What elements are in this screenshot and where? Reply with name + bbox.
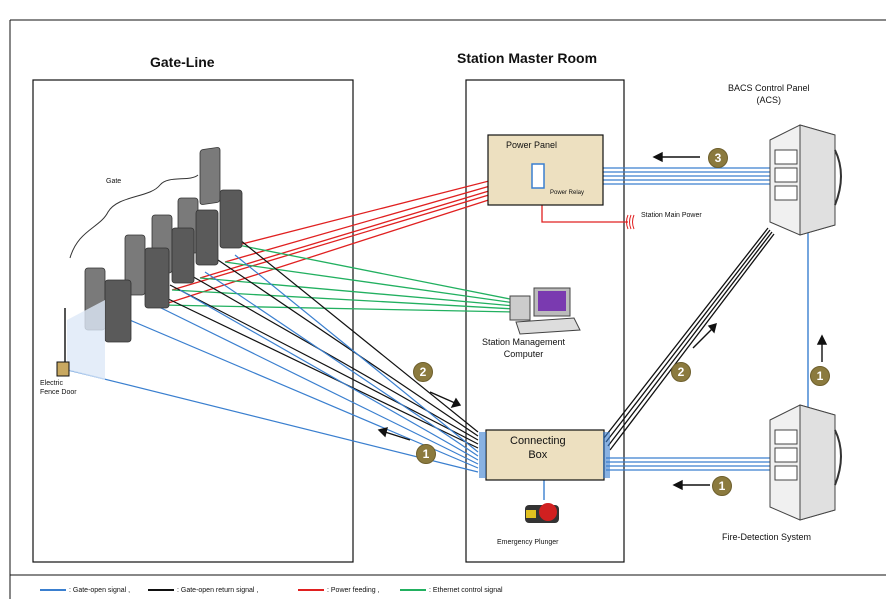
computer-icon xyxy=(509,287,581,335)
station-management-computer-label: Station Management Computer xyxy=(482,337,566,359)
legend-label: : Power feeding , xyxy=(327,586,380,594)
return-signal-lines xyxy=(159,239,479,449)
step-badge-2-right: 2 xyxy=(671,362,691,382)
legend-label: : Gate-open signal , xyxy=(69,586,131,594)
step-badge-3: 3 xyxy=(708,148,728,168)
gate-line-title: Gate-Line xyxy=(150,54,215,70)
connecting-box-label: Connecting Box xyxy=(510,435,566,461)
bacs-cabinet xyxy=(769,124,842,236)
power-relay-block xyxy=(531,163,545,189)
station-main-power-symbol xyxy=(626,214,635,230)
legend-power-feeding: : Power feeding , xyxy=(298,584,380,596)
legend-gate-open-return: : Gate-open return signal , xyxy=(148,584,258,596)
legend-swatch-green xyxy=(400,589,426,591)
fire-detection-cabinet xyxy=(769,404,842,521)
electric-fence-door-label: Electric Fence Door xyxy=(40,380,77,396)
legend-label: : Ethernet control signal xyxy=(429,586,503,594)
fire-detection-lines xyxy=(606,457,770,471)
gate-label: Gate xyxy=(106,178,122,185)
legend-gate-open: : Gate-open signal , xyxy=(40,584,130,596)
power-panel-label: Power Panel xyxy=(506,140,558,150)
legend-label: : Gate-open return signal , xyxy=(177,586,259,594)
legend-ethernet: : Ethernet control signal xyxy=(400,584,503,596)
gate-units xyxy=(84,147,243,343)
step-badge-1-vertical: 1 xyxy=(810,366,830,386)
fence-door-panel xyxy=(67,300,105,380)
connecting-box-right-port xyxy=(603,432,610,478)
legend-swatch-red xyxy=(298,589,324,591)
step-badge-1-bottom: 1 xyxy=(712,476,732,496)
power-relay-label: Power Relay xyxy=(550,190,585,196)
step-badge-2-left: 2 xyxy=(413,362,433,382)
station-master-room-title: Station Master Room xyxy=(457,50,598,66)
station-main-power-label: Station Main Power xyxy=(641,212,702,219)
step-badge-1-left: 1 xyxy=(416,444,436,464)
fence-door-sensor xyxy=(56,361,70,377)
gate-bracket xyxy=(69,174,199,259)
emergency-plunger-icon xyxy=(525,503,559,523)
box-to-bacs-lines xyxy=(603,227,775,451)
station-master-room-box xyxy=(465,79,625,563)
gate-line-box xyxy=(32,79,354,563)
fire-detection-system-label: Fire-Detection System xyxy=(722,532,812,542)
gate-open-lines xyxy=(67,254,479,473)
direction-arrows xyxy=(377,151,828,491)
legend-swatch-black xyxy=(148,589,174,591)
power-panel-box xyxy=(487,134,604,206)
emergency-plunger-label: Emergency Plunger xyxy=(497,539,559,546)
bacs-control-panel-label: BACS Control Panel (ACS) xyxy=(728,83,810,105)
legend-swatch-blue xyxy=(40,589,66,591)
connecting-box-left-port xyxy=(479,432,486,478)
